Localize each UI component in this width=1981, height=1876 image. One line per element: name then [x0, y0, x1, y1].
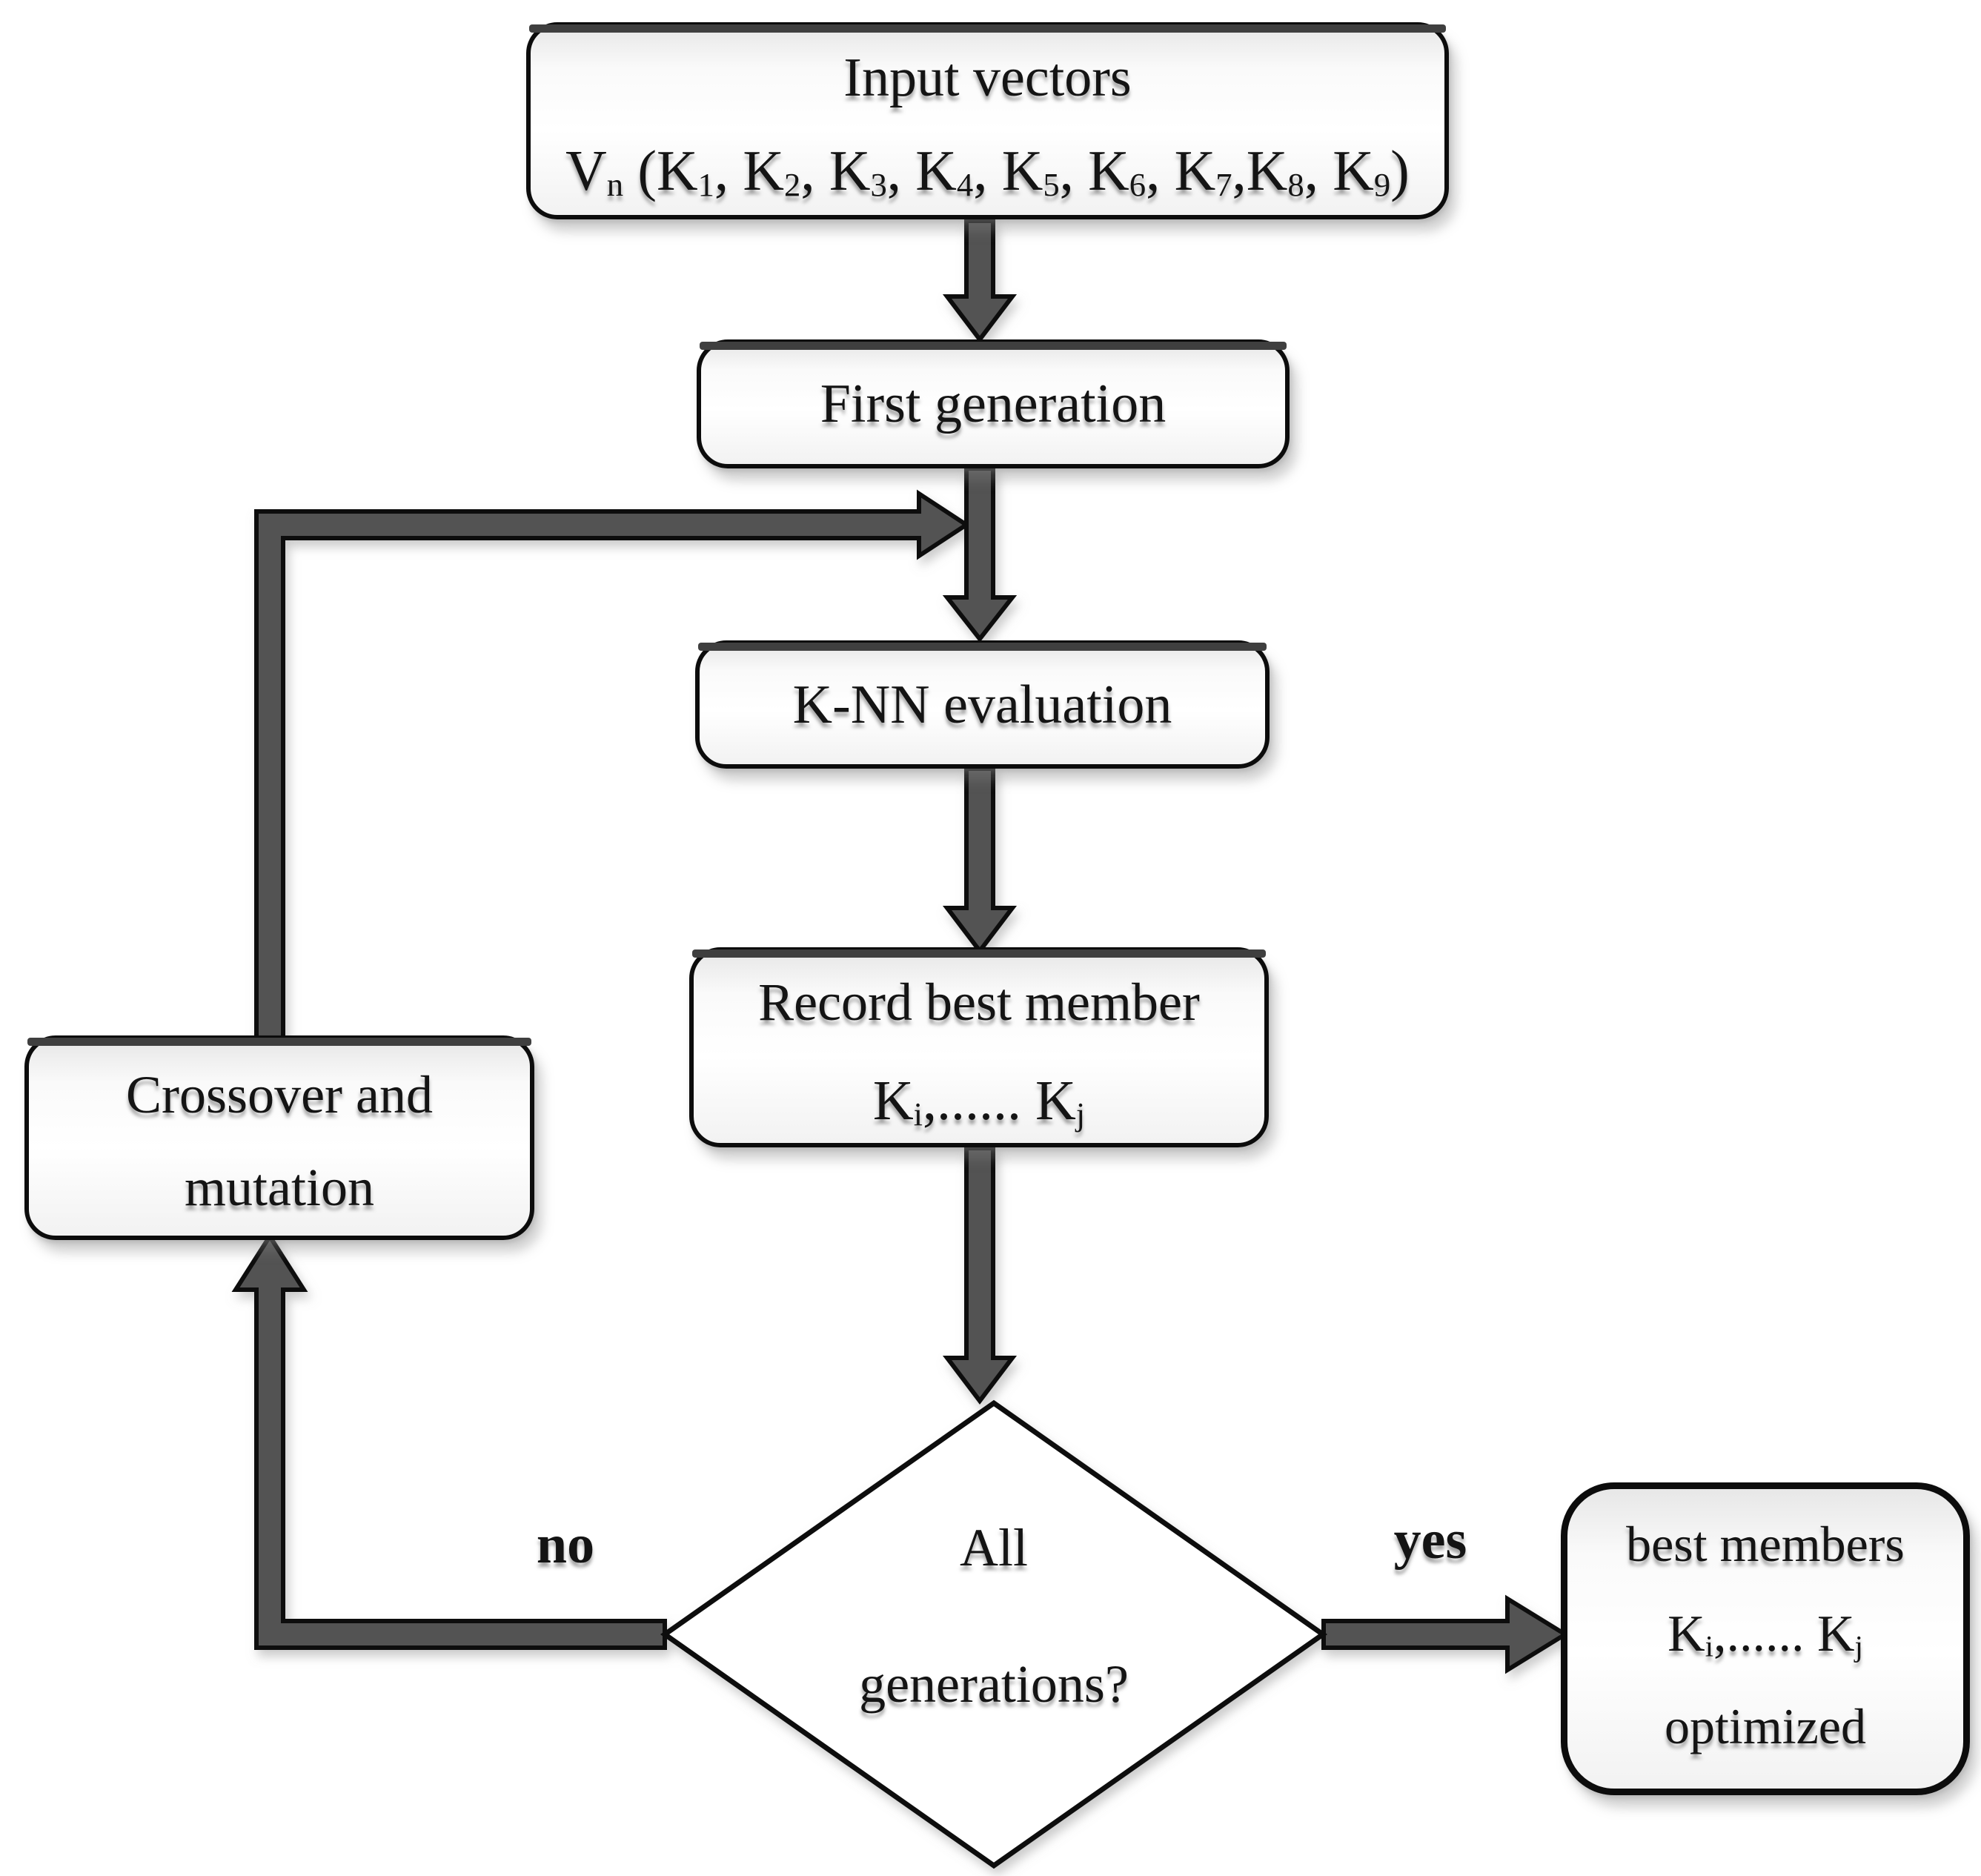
node-record-best-member: Record best member Ki,...... Kj — [689, 947, 1269, 1147]
record-best-member-title: Record best member — [758, 972, 1200, 1032]
node-best-members-optimized: best members Ki,...... Kj optimized — [1561, 1482, 1970, 1795]
arrow-knn-to-record — [942, 766, 1018, 955]
arrow-record-to-decision — [942, 1146, 1018, 1405]
decision-diamond — [660, 1399, 1328, 1869]
node-crossover-mutation: Crossover and mutation — [24, 1035, 534, 1240]
decision-label: All generations? — [772, 1521, 1216, 1711]
no-edge-label: no — [536, 1514, 595, 1575]
result-line3: optimized — [1665, 1697, 1866, 1754]
node-first-generation: First generation — [697, 339, 1290, 468]
decision-line1: All — [959, 1518, 1028, 1577]
decision-line2: generations? — [859, 1654, 1129, 1714]
node-knn-evaluation: K-NN evaluation — [695, 640, 1270, 769]
yes-branch-arrow — [1321, 1594, 1570, 1674]
knn-evaluation-label: K-NN evaluation — [792, 674, 1172, 735]
first-generation-label: First generation — [820, 374, 1167, 434]
node-input-vectors: Input vectors Vn (K1, K2, K3, K4, K5, K6… — [526, 22, 1449, 219]
result-line1: best members — [1626, 1516, 1905, 1572]
arrow-input-to-first-generation — [942, 219, 1018, 343]
input-vectors-formula: Vn (K1, K2, K3, K4, K5, K6, K7,K8, K9) — [565, 139, 1410, 204]
no-branch-arrow — [231, 1232, 667, 1650]
result-formula: Ki,...... Kj — [1668, 1605, 1863, 1663]
record-best-member-formula: Ki,...... Kj — [872, 1070, 1086, 1133]
crossover-line1: Crossover and — [126, 1065, 433, 1124]
arrow-first-generation-to-knn — [942, 466, 1018, 643]
crossover-line2: mutation — [185, 1158, 374, 1217]
yes-edge-label: yes — [1393, 1510, 1467, 1571]
input-vectors-title: Input vectors — [843, 47, 1132, 108]
